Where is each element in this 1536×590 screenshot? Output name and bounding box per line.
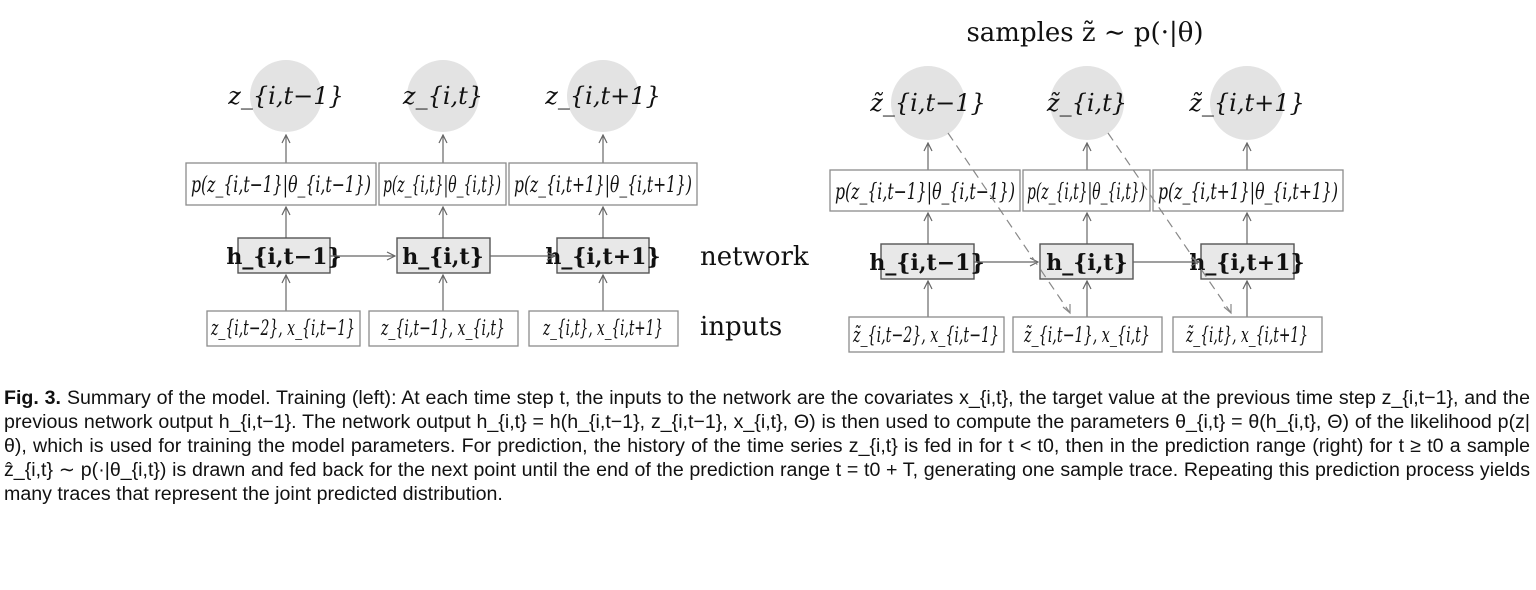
input-label-1: z_{i,t−2}, x_{i,t−1}	[210, 316, 355, 340]
right-panel: z̃_{i,t−1} z̃_{i,t} z̃_{i,t+1} p(z_{i,t−…	[829, 66, 1344, 353]
input-label-3: z_{i,t}, x_{i,t+1}	[542, 316, 663, 340]
input-label-r3: z̃_{i,t}, x_{i,t+1}	[1185, 323, 1308, 347]
figure-label: Fig. 3.	[4, 387, 61, 409]
hidden-state-label-r3: h_{i,t+1}	[1189, 250, 1304, 276]
target-node-3	[567, 60, 639, 132]
feedback-arrow-2	[1107, 132, 1232, 314]
hidden-state-box-2	[396, 237, 491, 274]
input-box-r3	[1172, 316, 1323, 353]
caption-text: Summary of the model. Training (left): A…	[4, 387, 1530, 505]
hidden-state-label-3: h_{i,t+1}	[545, 244, 660, 270]
target-node-2	[407, 60, 479, 132]
likelihood-box-r3	[1152, 169, 1344, 212]
input-box-1	[206, 310, 361, 347]
likelihood-box-r1	[829, 169, 1021, 212]
network-row-label: network	[700, 242, 809, 272]
input-label-2: z_{i,t−1}, x_{i,t}	[380, 316, 505, 340]
likelihood-box-3	[508, 162, 698, 206]
target-node-1	[250, 60, 322, 132]
input-box-r2	[1012, 316, 1163, 353]
sample-label-2: z̃_{i,t}	[1046, 89, 1127, 117]
input-box-3	[528, 310, 679, 347]
target-label-2: z_{i,t}	[402, 82, 483, 110]
hidden-state-label-1: h_{i,t−1}	[226, 244, 341, 270]
likelihood-box-1	[185, 162, 377, 206]
left-panel: z_{i,t−1} z_{i,t} z_{i,t+1} p(z_{i,t−1}|…	[185, 60, 698, 347]
input-box-2	[368, 310, 519, 347]
inputs-row-label: inputs	[700, 312, 782, 342]
model-diagram: z_{i,t−1} z_{i,t} z_{i,t+1} p(z_{i,t−1}|…	[185, 18, 1344, 353]
hidden-state-label-r1: h_{i,t−1}	[869, 250, 984, 276]
right-panel-title: samples z̃ ∼ p(·|θ)	[966, 18, 1203, 48]
likelihood-label-2: p(z_{i,t}|θ_{i,t})	[383, 173, 501, 198]
hidden-state-label-2: h_{i,t}	[402, 244, 483, 270]
sample-label-3: z̃_{i,t+1}	[1188, 89, 1305, 117]
likelihood-label-r3: p(z_{i,t+1}|θ_{i,t+1})	[1158, 180, 1338, 205]
likelihood-label-r1: p(z_{i,t−1}|θ_{i,t−1})	[835, 180, 1015, 205]
feedback-arrow-1	[947, 132, 1071, 314]
hidden-state-label-r2: h_{i,t}	[1046, 250, 1127, 276]
likelihood-box-2	[378, 162, 507, 206]
hidden-state-box-1	[237, 237, 331, 274]
sample-node-3	[1210, 66, 1284, 140]
input-label-r1: z̃_{i,t−2}, x_{i,t−1}	[852, 323, 999, 347]
hidden-state-box-r3	[1200, 243, 1295, 280]
target-label-3: z_{i,t+1}	[544, 82, 661, 110]
input-label-r2: z̃_{i,t−1}, x_{i,t}	[1023, 323, 1150, 347]
sample-node-2	[1050, 66, 1124, 140]
hidden-state-box-3	[556, 237, 650, 274]
hidden-state-box-r2	[1039, 243, 1134, 280]
likelihood-label-r2: p(z_{i,t}|θ_{i,t})	[1027, 180, 1145, 205]
input-box-r1	[848, 316, 1005, 353]
likelihood-label-3: p(z_{i,t+1}|θ_{i,t+1})	[514, 173, 692, 198]
sample-label-1: z̃_{i,t−1}	[869, 89, 986, 117]
target-label-1: z_{i,t−1}	[227, 82, 344, 110]
figure-caption: Fig. 3.Summary of the model. Training (l…	[4, 386, 1530, 506]
likelihood-box-r2	[1022, 169, 1151, 212]
likelihood-label-1: p(z_{i,t−1}|θ_{i,t−1})	[191, 173, 371, 198]
hidden-state-box-r1	[880, 243, 975, 280]
sample-node-1	[891, 66, 965, 140]
